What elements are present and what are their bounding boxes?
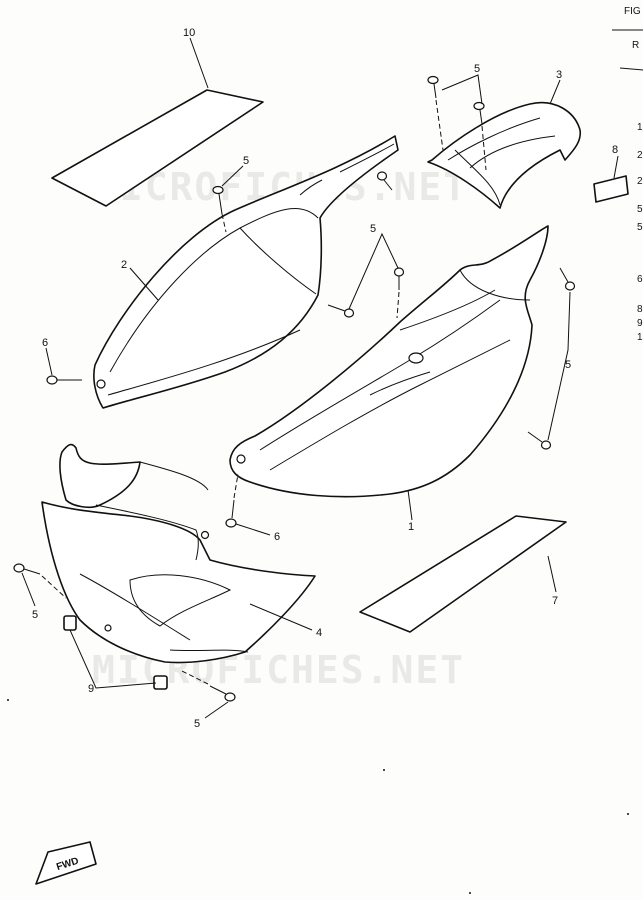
dash-top-1	[435, 99, 444, 151]
part-9-clip-2	[153, 675, 168, 690]
screw-right-2	[527, 431, 552, 450]
leader-5-right	[547, 291, 571, 441]
part-10-emblem	[51, 89, 264, 207]
revision-label-fragment: R	[632, 40, 639, 51]
callout-4: 4	[316, 627, 322, 639]
callout-5-middle: 5	[370, 223, 376, 235]
screw-6-left	[46, 375, 82, 385]
callout-5-bottom: 5	[194, 718, 200, 730]
leader-5-upper-left	[221, 165, 244, 187]
leader-8	[613, 155, 619, 179]
part-3-seat-cowl	[427, 101, 582, 209]
figure-label-fragment: FIG	[624, 6, 641, 17]
leader-6-middle	[235, 523, 271, 536]
svg-text:5: 5	[637, 204, 643, 215]
screw-6-middle	[225, 473, 239, 528]
screw-top-2	[473, 101, 485, 125]
screw-left	[13, 563, 67, 599]
leader-5-top	[441, 74, 483, 105]
svg-text:9: 9	[637, 318, 643, 329]
leader-9	[69, 629, 157, 689]
callout-5-left: 5	[32, 609, 38, 621]
screw-bottom	[179, 669, 236, 702]
leader-6-left	[45, 347, 53, 376]
forward-direction-marker: FWD	[35, 841, 97, 885]
right-edge-list: 1 2 2 5 5 6 8 9 1	[637, 122, 643, 343]
part-9-clip-1	[63, 615, 77, 631]
leader-5-left	[21, 572, 36, 607]
callout-5-upper-left: 5	[243, 155, 249, 167]
callout-7: 7	[552, 595, 558, 607]
part-7-emblem	[359, 515, 567, 633]
leader-7	[547, 555, 557, 593]
leader-10	[189, 37, 209, 89]
callout-9: 9	[88, 683, 94, 695]
callout-6-left: 6	[42, 337, 48, 349]
svg-text:6: 6	[637, 274, 643, 285]
screw-middle-2	[393, 267, 405, 319]
callout-1: 1	[408, 521, 414, 533]
leader-5-middle	[348, 232, 399, 310]
leader-3	[549, 79, 561, 105]
leader-1	[407, 489, 413, 521]
callout-5-right: 5	[565, 359, 571, 371]
leader-2	[129, 267, 159, 301]
svg-text:5: 5	[637, 222, 643, 233]
screw-middle-3	[376, 171, 393, 191]
screw-upper-left	[212, 185, 227, 233]
callout-8: 8	[612, 144, 618, 156]
callout-3: 3	[556, 69, 562, 81]
dash-top-2	[481, 125, 487, 171]
screw-right-1	[559, 267, 576, 291]
callout-10: 10	[183, 27, 195, 39]
part-4-lower-cover	[41, 443, 316, 664]
svg-text:1: 1	[637, 122, 643, 133]
part-2-inner-side-cover	[93, 135, 399, 409]
leader-4	[249, 603, 313, 631]
header-rule-2	[619, 67, 643, 71]
svg-text:1: 1	[637, 332, 643, 343]
svg-text:2: 2	[637, 150, 643, 161]
leader-5-bottom	[204, 701, 229, 719]
callout-5-top: 5	[474, 63, 480, 75]
part-1-outer-side-cover	[229, 225, 549, 498]
callout-2: 2	[121, 259, 127, 271]
callout-6-middle: 6	[274, 531, 280, 543]
svg-text:2: 2	[637, 176, 643, 187]
svg-text:8: 8	[637, 304, 643, 315]
part-8-small-emblem	[593, 175, 629, 203]
screw-top-1	[427, 75, 439, 99]
